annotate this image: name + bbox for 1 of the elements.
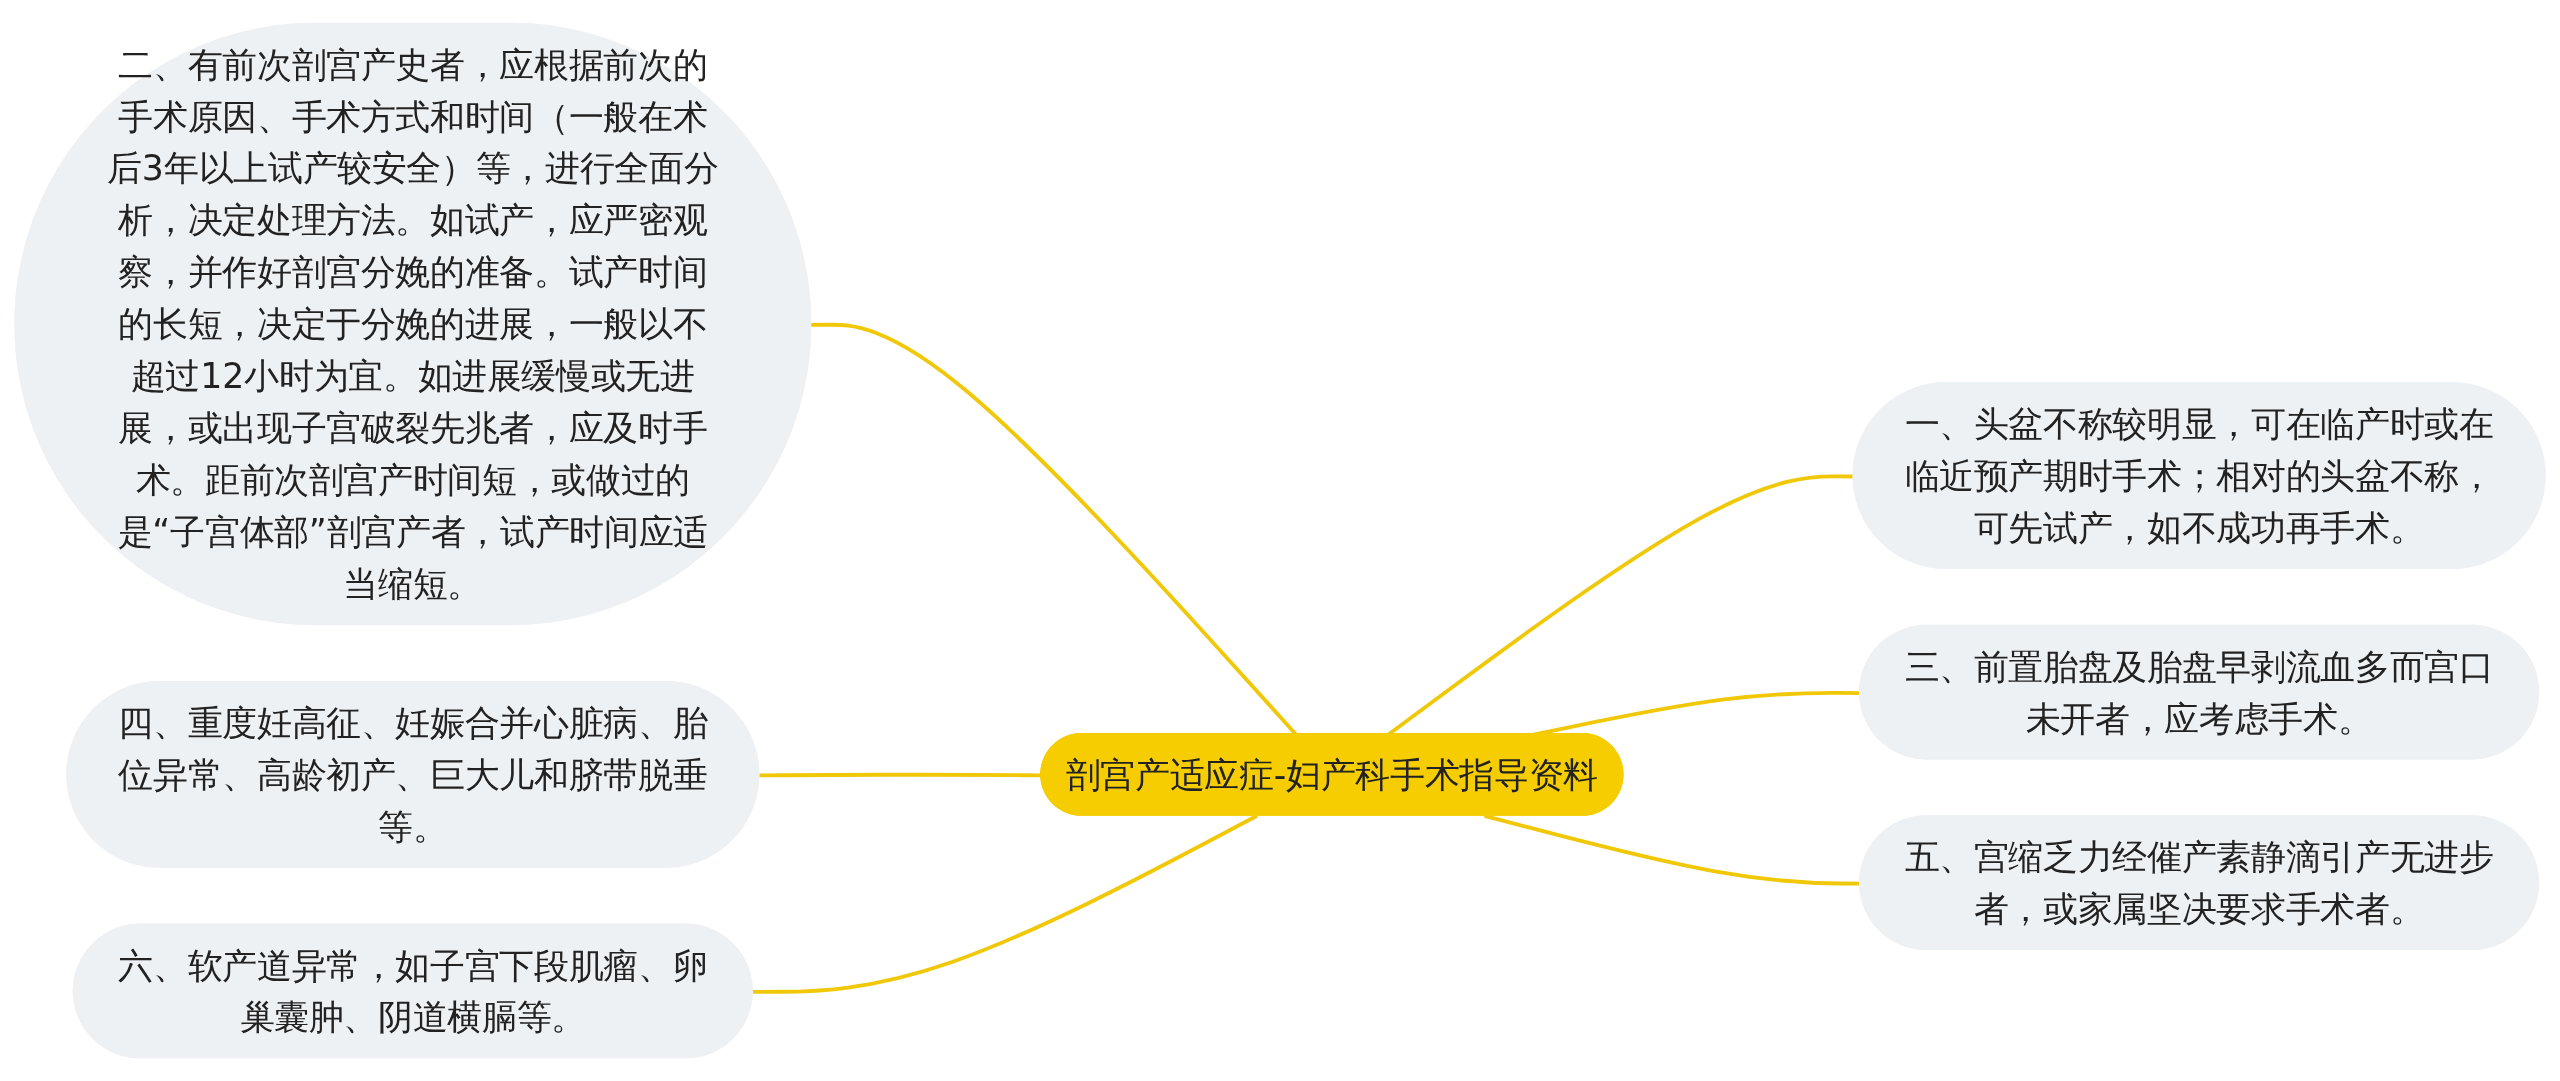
connector [752,814,1258,994]
